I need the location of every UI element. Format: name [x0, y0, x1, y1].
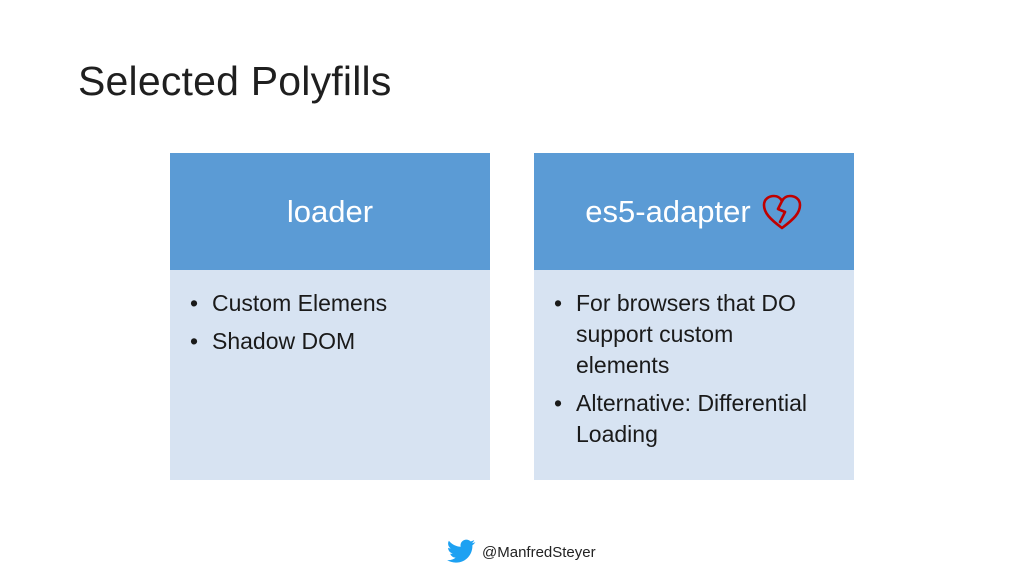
card-es5-adapter: es5-adapter For browsers that DO support…: [534, 153, 854, 480]
bullet-list: Custom Elemens Shadow DOM: [190, 288, 462, 357]
broken-heart-icon: [761, 193, 803, 231]
card-header-label: es5-adapter: [585, 193, 751, 229]
card-header: es5-adapter: [534, 153, 854, 270]
twitter-handle: @ManfredSteyer: [482, 543, 596, 561]
card-body: Custom Elemens Shadow DOM: [170, 270, 490, 357]
card-loader: loader Custom Elemens Shadow DOM: [170, 153, 490, 480]
bullet-item: Custom Elemens: [190, 288, 462, 319]
bullet-item: For browsers that DO support custom elem…: [554, 288, 826, 381]
twitter-bird-icon: [446, 539, 476, 565]
card-body: For browsers that DO support custom elem…: [534, 270, 854, 450]
bullet-list: For browsers that DO support custom elem…: [554, 288, 826, 450]
footer: @ManfredSteyer: [446, 539, 596, 565]
bullet-item: Shadow DOM: [190, 326, 462, 357]
slide-title: Selected Polyfills: [78, 58, 392, 104]
bullet-item: Alternative: Differential Loading: [554, 388, 826, 450]
card-header-label: loader: [286, 193, 374, 229]
card-header: loader: [170, 153, 490, 270]
